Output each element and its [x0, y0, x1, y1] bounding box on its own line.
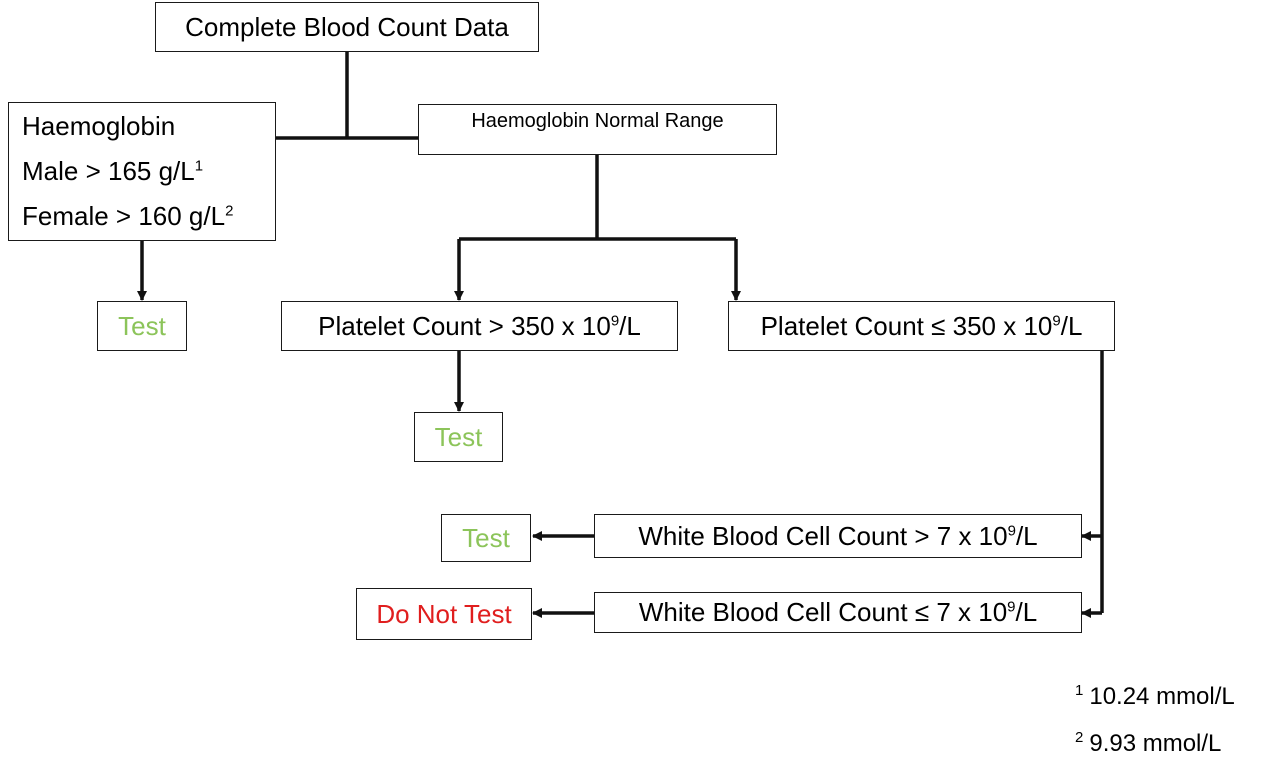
- wbc-high-label: White Blood Cell Count > 7 x 109/L: [638, 520, 1038, 551]
- root-node: Complete Blood Count Data: [155, 2, 539, 52]
- root-node-label: Complete Blood Count Data: [185, 11, 509, 42]
- do-not-test-node: Do Not Test: [356, 588, 532, 640]
- test-node-3: Test: [441, 514, 531, 562]
- test-node-1-label: Test: [118, 310, 166, 341]
- platelet-low-label: Platelet Count ≤ 350 x 109/L: [760, 310, 1083, 341]
- test-node-3-label: Test: [462, 522, 510, 553]
- do-not-test-label: Do Not Test: [376, 598, 512, 629]
- test-node-2-label: Test: [434, 421, 483, 452]
- wbc-low-label: White Blood Cell Count ≤ 7 x 109/L: [638, 597, 1038, 627]
- platelet-high-label: Platelet Count > 350 x 109/L: [318, 310, 641, 341]
- haemoglobin-normal-range-label: Haemoglobin Normal Range: [471, 110, 724, 132]
- haemoglobin-title: Haemoglobin: [22, 111, 176, 141]
- haemoglobin-high-node: Haemoglobin Male > 165 g/L1 Female > 160…: [8, 102, 276, 241]
- platelet-high-node: Platelet Count > 350 x 109/L: [281, 301, 678, 351]
- haemoglobin-female-threshold: Female > 160 g/L2: [22, 201, 234, 231]
- test-node-2: Test: [414, 412, 503, 462]
- haemoglobin-male-threshold: Male > 165 g/L1: [22, 156, 204, 186]
- wbc-high-node: White Blood Cell Count > 7 x 109/L: [594, 514, 1082, 558]
- test-node-1: Test: [97, 301, 187, 351]
- haemoglobin-normal-range-node: Haemoglobin Normal Range: [418, 104, 777, 155]
- platelet-low-node: Platelet Count ≤ 350 x 109/L: [728, 301, 1115, 351]
- wbc-low-node: White Blood Cell Count ≤ 7 x 109/L: [594, 592, 1082, 633]
